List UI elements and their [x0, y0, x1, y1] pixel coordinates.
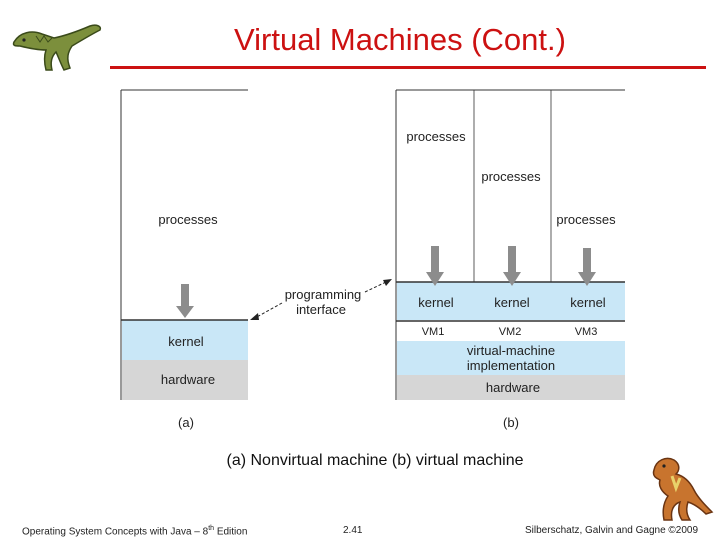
vm-implementation-layer [397, 341, 625, 375]
left-processes-label: processes [158, 212, 218, 227]
footer-book-title: Operating System Concepts with Java – 8t… [22, 525, 247, 537]
footer-page-number: 2.41 [343, 525, 363, 536]
vm3-processes-label: processes [556, 212, 616, 227]
vm2-label: VM2 [499, 326, 522, 338]
programming-label: programming [285, 287, 362, 302]
footer-authors: Silberschatz, Galvin and Gagne ©2009 [525, 525, 699, 536]
slide-title: Virtual Machines (Cont.) [234, 22, 566, 57]
label-a: (a) [178, 415, 194, 430]
interface-label: interface [296, 302, 346, 317]
vm2-down-arrow-icon [503, 246, 521, 286]
footer-book-title-post: Edition [214, 526, 248, 538]
figure-caption: (a) Nonvirtual machine (b) virtual machi… [226, 452, 524, 469]
programming-interface-annotation: programming interface [250, 279, 392, 320]
left-hardware-layer [122, 360, 248, 400]
right-kernels-layer [397, 282, 625, 320]
virtual-machine-diagram: processes processes processes kernel ker… [395, 89, 625, 430]
vm3-kernel-label: kernel [570, 295, 606, 310]
vm1-down-arrow-icon [426, 246, 444, 286]
label-b: (b) [503, 415, 519, 430]
title-rule [110, 66, 706, 69]
dinosaur-logo-icon [12, 24, 102, 71]
vm3-label: VM3 [575, 326, 598, 338]
right-hardware-label: hardware [486, 380, 540, 395]
left-down-arrow-icon [176, 284, 194, 318]
interface-right-arrow-icon [383, 279, 392, 286]
vm-impl-label-line2: implementation [467, 358, 555, 373]
nonvirtual-machine-diagram: processes kernel hardware (a) [120, 89, 248, 430]
vm2-processes-label: processes [481, 169, 541, 184]
vm-impl-label-line1: virtual-machine [467, 343, 555, 358]
dinosaur-mascot-icon [652, 457, 714, 521]
vm2-kernel-label: kernel [494, 295, 530, 310]
footer-book-title-pre: Operating System Concepts with Java – 8 [22, 526, 209, 538]
vm3-down-arrow-icon [578, 248, 596, 286]
left-kernel-label: kernel [168, 334, 204, 349]
right-hardware-layer [397, 375, 625, 400]
footer-book-title-sup: th [208, 525, 215, 532]
vm1-processes-label: processes [406, 129, 466, 144]
left-kernel-layer [122, 320, 248, 360]
vm1-label: VM1 [422, 326, 445, 338]
vm1-kernel-label: kernel [418, 295, 454, 310]
interface-left-arrow-icon [250, 313, 259, 320]
left-hardware-label: hardware [161, 372, 215, 387]
